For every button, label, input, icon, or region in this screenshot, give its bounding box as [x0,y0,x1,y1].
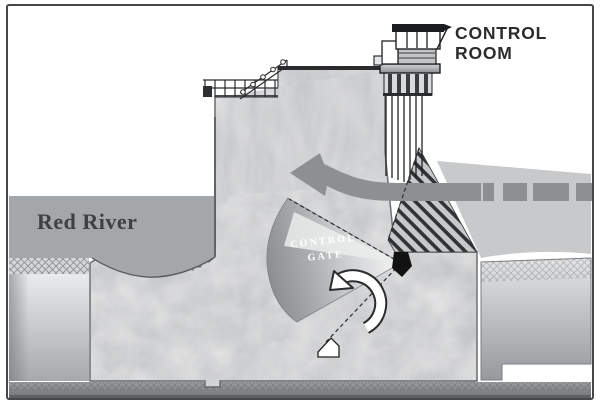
stair-railing [203,59,288,100]
control-room-roof [392,24,444,32]
control-room-windows [395,30,441,50]
control-gate-label-line2: GATE [307,249,344,264]
tower-vertical-streak-texture [216,69,384,196]
riverbed-dip-outline [91,256,216,278]
control-gate-sector: CONTROL GATE [266,197,402,323]
control-room-shaft [381,40,399,65]
gate-travel-dashed-lines [288,147,420,345]
flow-arrow-shape [290,153,481,201]
control-room-label: CONTROL ROOM [455,23,547,63]
control-room-platform [379,63,441,74]
red-river-label: Red River [37,209,137,234]
gate-highlight-beam [284,212,401,263]
diagram-frame-border [6,4,594,400]
gate-pivot [392,252,412,277]
riverbed-left [9,258,89,381]
gate-hoist-cables [385,95,423,182]
red-river-water [9,196,215,278]
tower-columns [388,74,428,94]
flow-direction-arrow [290,153,592,201]
control-room-tower [373,24,452,96]
control-room-body [397,47,437,65]
foundation-strip [9,382,591,399]
control-room-label-line1: CONTROL [455,23,547,43]
riverbed-right [480,257,592,381]
gate-seat-notch [317,337,340,358]
control-room-label-line2: ROOM [455,43,513,63]
gate-rotation-arrow-icon [329,269,388,334]
